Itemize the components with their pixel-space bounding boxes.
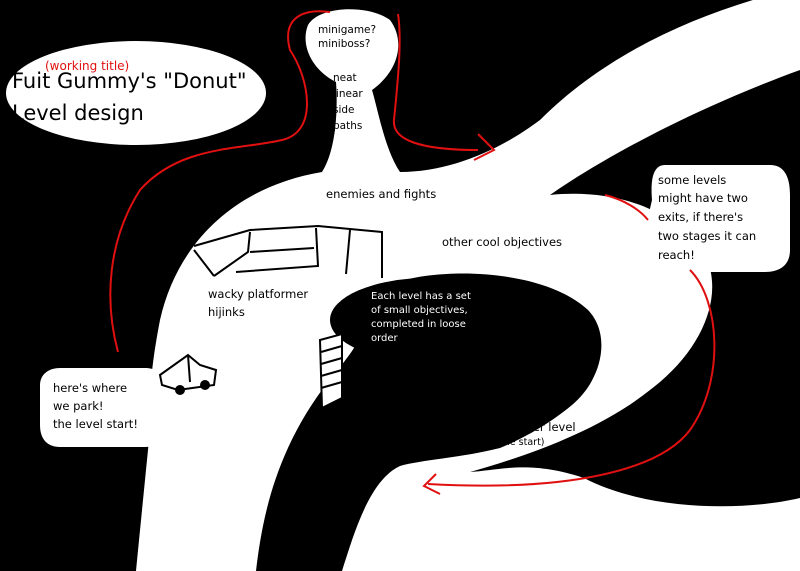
- label-exits-4: two stages it can: [658, 229, 757, 243]
- title-bubble: [6, 41, 266, 145]
- label-set-objectives-4: order: [371, 333, 398, 344]
- label-park-1: here's where: [53, 381, 128, 395]
- label-park-3: the level start!: [53, 417, 138, 431]
- label-reach-area-3: can traverse, to reach another level: [369, 420, 576, 434]
- arrow-right-loop: [427, 269, 716, 487]
- platformer-sketch-icon: [193, 224, 383, 278]
- arrowhead-bottom: [422, 473, 441, 495]
- label-reach-area-1: reaching this area: [369, 381, 473, 395]
- label-exits-2: might have two: [658, 191, 748, 205]
- label-set-objectives-2: of small objectives,: [371, 305, 468, 316]
- van-icon: [158, 353, 218, 395]
- donut-level-area: [138, 0, 800, 571]
- label-platformer-2: hijinks: [208, 305, 245, 319]
- label-set-objectives-1: Each level has a set: [371, 291, 471, 302]
- arrow-left-loop: [109, 10, 331, 353]
- ramp-stairs-icon: [318, 332, 343, 410]
- label-platformer-1: wacky platformer: [208, 287, 309, 301]
- title-line-2: Level design: [12, 101, 144, 125]
- label-minigame: minigame?: [318, 24, 377, 36]
- exits-bubble: [645, 165, 790, 272]
- arrowhead-top-right: [473, 133, 496, 161]
- black-arrow-icon: [347, 447, 369, 469]
- label-miniboss: miniboss?: [318, 38, 371, 50]
- label-exits-5: reach!: [658, 248, 695, 262]
- label-reach-area-2: unlocks a path the van: [369, 401, 501, 415]
- label-exits-3: exits, if there's: [658, 210, 744, 224]
- road-left: [136, 430, 280, 571]
- arrow-exits-top: [604, 194, 649, 221]
- title-line-1: Fuit Gummy's "Donut": [12, 69, 247, 93]
- red-arrows: [109, 10, 716, 495]
- park-bubble: [40, 368, 165, 447]
- label-side-paths-2: linear: [333, 88, 363, 100]
- objectives-bubble: [330, 278, 526, 362]
- label-enemies: enemies and fights: [326, 187, 437, 201]
- label-objectives: other cool objectives: [442, 235, 563, 249]
- label-side-paths-1: neat: [333, 72, 357, 84]
- label-park-2: we park!: [53, 399, 104, 413]
- arrow-top-right: [392, 13, 479, 151]
- label-set-objectives-3: completed in loose: [371, 319, 466, 330]
- label-shortcut: (also a shortcut to/from the start): [385, 437, 545, 448]
- label-side-paths-3: side: [333, 104, 355, 116]
- label-side-paths-4: paths: [333, 120, 363, 132]
- working-title-note: (working title): [45, 59, 130, 73]
- label-exits-1: some levels: [658, 173, 727, 187]
